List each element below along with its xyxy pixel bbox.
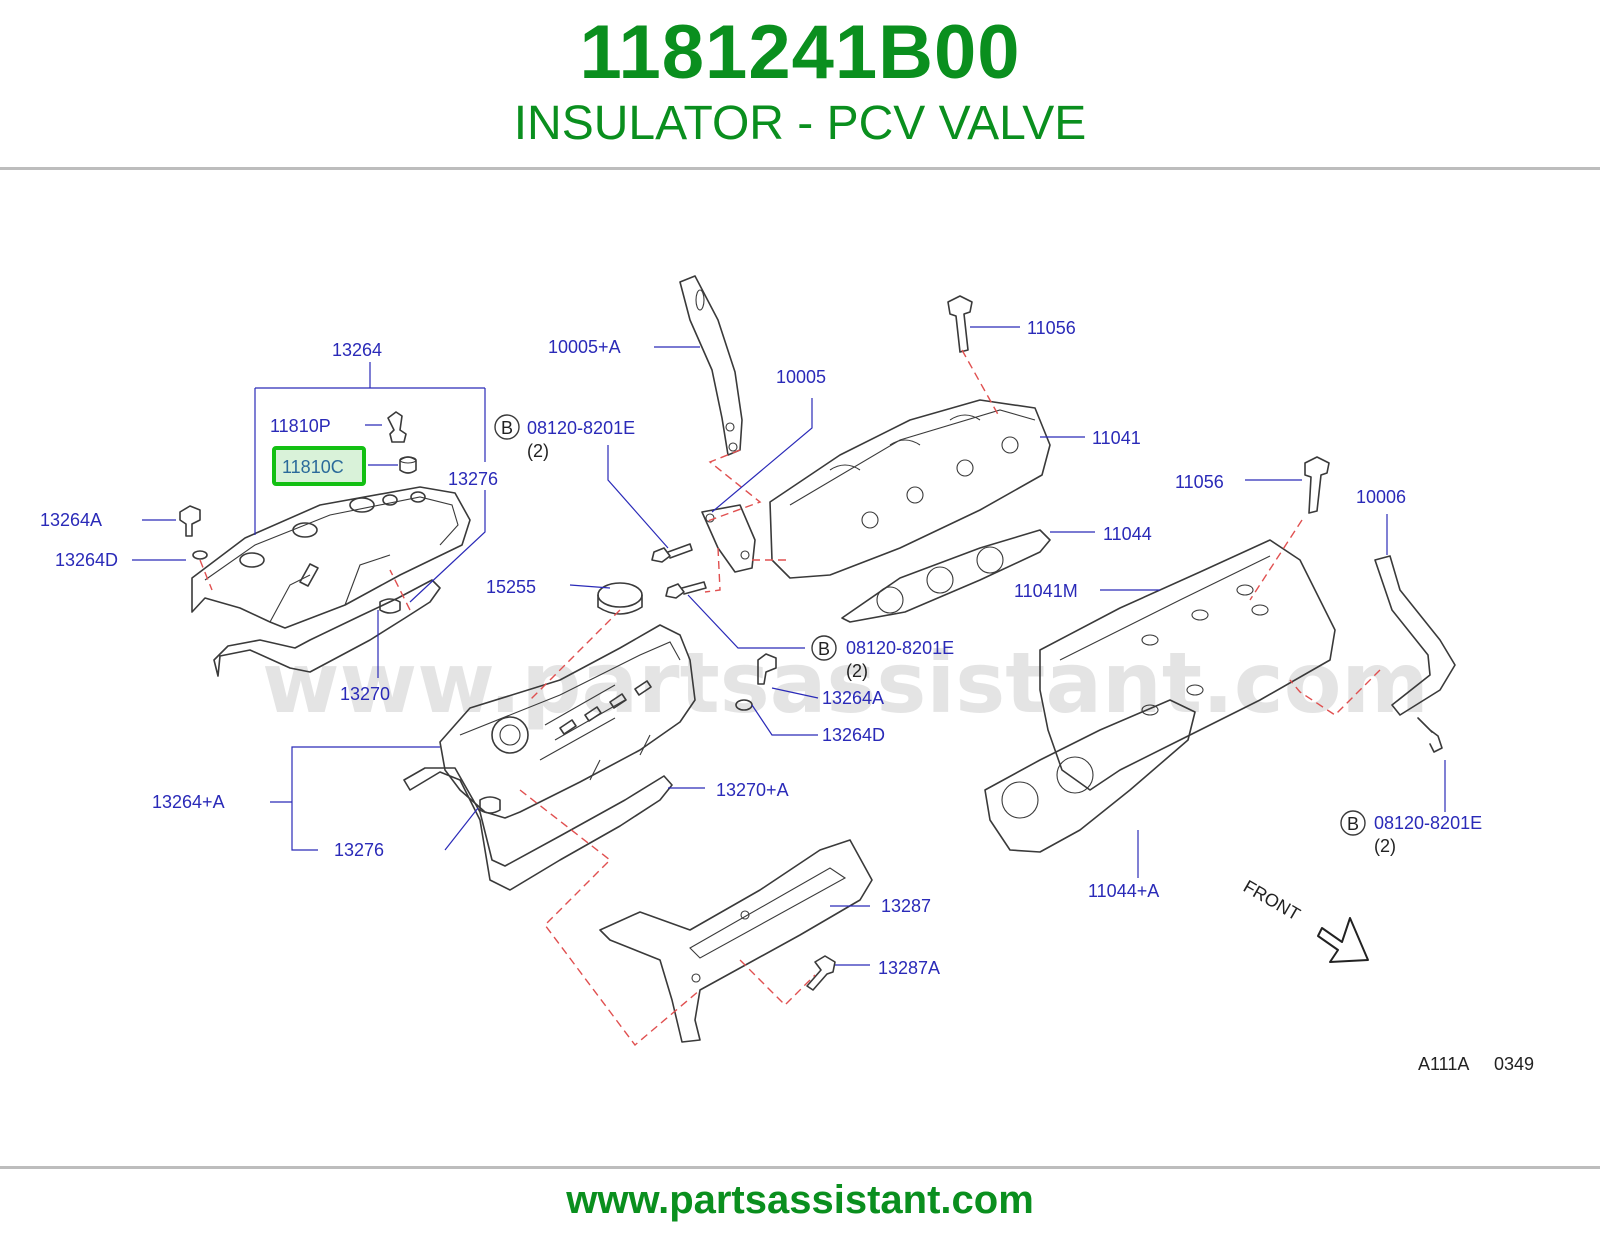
footer-divider — [0, 1166, 1600, 1169]
label-13264D-left[interactable]: 13264D — [55, 550, 118, 570]
part-number: 1181241B00 — [579, 10, 1021, 95]
leader-lines — [132, 326, 1446, 966]
gasket-11044 — [841, 529, 1051, 623]
label-08120-1[interactable]: 08120-8201E — [527, 418, 635, 438]
pcv-valve-11810P — [387, 411, 407, 443]
label-11041M[interactable]: 11041M — [1014, 581, 1078, 601]
gasket-11044A — [984, 699, 1196, 853]
bolt-13264A-left — [179, 505, 208, 560]
label-08120-1-qty: (2) — [527, 441, 549, 461]
bolt-11056-mid — [1304, 456, 1330, 514]
label-13264A-left[interactable]: 13264A — [40, 510, 102, 530]
front-label: FRONT — [1240, 876, 1304, 924]
dashed-line — [961, 349, 1001, 419]
bracket-10005 — [701, 504, 756, 573]
footer-url[interactable]: www.partsassistant.com — [566, 1178, 1034, 1222]
label-10005[interactable]: 10005 — [776, 367, 826, 387]
label-13270A[interactable]: 13270+A — [716, 780, 789, 800]
label-13287A[interactable]: 13287A — [878, 958, 940, 978]
rocker-cover-upper — [191, 486, 471, 629]
bracket-10006 — [1374, 555, 1456, 716]
label-13276-top[interactable]: 13276 — [448, 469, 498, 489]
label-13287[interactable]: 13287 — [881, 896, 931, 916]
label-11044[interactable]: 11044 — [1103, 524, 1152, 544]
bolt-08120-middle — [665, 581, 707, 599]
label-10005A[interactable]: 10005+A — [548, 337, 621, 357]
label-13264[interactable]: 13264 — [332, 340, 382, 360]
label-11041[interactable]: 11041 — [1092, 428, 1141, 448]
bolt-08120-upper — [651, 543, 693, 563]
label-13264-plus-A[interactable]: 13264+A — [152, 792, 225, 812]
watermark: www.partsassistant.com — [262, 634, 1429, 732]
label-13270[interactable]: 13270 — [340, 684, 390, 704]
dashed-line — [199, 559, 213, 591]
ref-number: 0349 — [1494, 1054, 1534, 1074]
dashed-line — [389, 569, 411, 611]
label-15255[interactable]: 15255 — [486, 577, 536, 597]
label-11810P[interactable]: 11810P — [270, 416, 331, 436]
engine-cover-13287 — [599, 839, 873, 1043]
dashed-line — [704, 547, 721, 593]
front-indicator: FRONT — [1240, 876, 1369, 963]
part-name: INSULATOR - PCV VALVE — [513, 97, 1087, 150]
label-08120-3-qty: (2) — [1374, 836, 1396, 856]
part-labels: 13264 11810P 11810C 13276 13264A 13264D … — [40, 318, 1482, 978]
label-10006[interactable]: 10006 — [1356, 487, 1406, 507]
gasket-13270 — [213, 579, 441, 677]
dashed-line — [529, 609, 621, 701]
label-11056-mid[interactable]: 11056 — [1175, 472, 1224, 492]
label-11044A[interactable]: 11044+A — [1088, 881, 1159, 901]
label-08120-2[interactable]: 08120-8201E — [846, 638, 954, 658]
label-08120-2-qty: (2) — [846, 661, 868, 681]
pcv-insulator-11810C — [399, 456, 417, 474]
b-marker-1: B — [494, 414, 520, 440]
oil-cap-15255 — [597, 582, 643, 615]
dashed-line — [1289, 669, 1381, 716]
label-13264A-mid[interactable]: 13264A — [822, 688, 884, 708]
b-marker-letter: B — [501, 418, 513, 438]
dashed-line — [704, 449, 762, 523]
dashed-line — [1249, 519, 1303, 601]
cylinder-head-11041 — [769, 399, 1051, 579]
dashed-line — [739, 959, 816, 1006]
label-08120-3[interactable]: 08120-8201E — [1374, 813, 1482, 833]
grommet-13276-upper — [379, 598, 401, 614]
highlight-box — [272, 446, 366, 486]
parts-diagram: www.partsassistant.com — [40, 275, 1534, 1074]
bolt-08120-right — [1417, 717, 1443, 753]
label-13276-bottom[interactable]: 13276 — [334, 840, 384, 860]
bolt-11056-top — [947, 295, 973, 353]
dashed-line — [519, 789, 701, 1047]
b-marker-2: B — [811, 635, 837, 661]
b-marker-letter: B — [818, 639, 830, 659]
header-divider — [0, 167, 1600, 170]
label-11810C[interactable]: 11810C — [282, 457, 344, 477]
gasket-13270A — [403, 767, 673, 891]
header: 1181241B00 INSULATOR - PCV VALVE — [0, 0, 1600, 168]
label-13264D-mid[interactable]: 13264D — [822, 725, 885, 745]
grommet-13276-lower — [479, 796, 501, 814]
b-marker-3: B — [1340, 810, 1366, 836]
ref-code: A111A — [1418, 1054, 1469, 1074]
cylinder-head-11041M — [1039, 539, 1336, 791]
front-arrow-icon — [1317, 917, 1369, 963]
bolt-13287A — [806, 955, 836, 991]
b-marker-letter: B — [1347, 814, 1359, 834]
label-11056-top[interactable]: 11056 — [1027, 318, 1076, 338]
bracket-10005A — [679, 275, 743, 456]
